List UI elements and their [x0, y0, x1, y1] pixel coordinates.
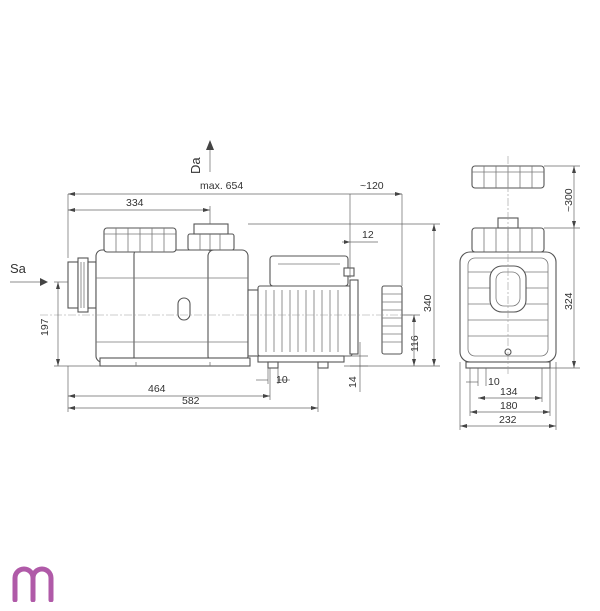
svg-text:180: 180 [500, 400, 518, 412]
svg-text:10: 10 [488, 376, 500, 388]
front-view: ~300 324 10 134 [459, 156, 580, 430]
dim-total-width: 232 [459, 362, 557, 430]
dim-foot-span: 464 [67, 366, 271, 412]
suction-label: Sa [10, 261, 27, 276]
side-view: Sa Da max. 654 ~120 334 [10, 140, 440, 412]
svg-text:134: 134 [500, 386, 518, 398]
motor [247, 255, 359, 369]
sight-slot [177, 297, 191, 321]
dim-motor-clearance: ~120 [349, 180, 384, 278]
suction-marker: Sa [10, 261, 48, 286]
svg-text:340: 340 [422, 294, 434, 312]
svg-text:~120: ~120 [360, 180, 384, 192]
dim-lid-clearance: ~300 [544, 165, 580, 228]
svg-text:324: 324 [563, 292, 575, 310]
discharge-marker: Da [188, 140, 214, 174]
dim-body-height: 324 [544, 227, 580, 369]
strainer-lid [103, 227, 177, 253]
svg-text:12: 12 [362, 229, 374, 241]
fan-cover [381, 285, 403, 355]
dim-foot-width-front: 10 [466, 368, 500, 388]
dim-foot-spacing: 180 [469, 368, 551, 416]
svg-text:197: 197 [39, 318, 51, 336]
dim-inlet-height: 197 [39, 281, 100, 367]
dim-max-length: max. 654 [67, 180, 403, 286]
svg-text:582: 582 [182, 395, 200, 407]
svg-text:116: 116 [409, 335, 421, 352]
m-logo-icon [12, 566, 54, 602]
suction-inlet [67, 257, 97, 313]
dim-hole-spacing: 134 [478, 368, 543, 402]
dim-foot-width-side: 10 [256, 368, 290, 386]
svg-text:~300: ~300 [563, 188, 575, 212]
svg-text:10: 10 [276, 374, 288, 386]
svg-text:464: 464 [148, 383, 166, 395]
svg-text:14: 14 [347, 376, 359, 388]
dim-flange-offset: 12 [342, 229, 378, 244]
svg-text:334: 334 [126, 197, 144, 209]
svg-text:max. 654: max. 654 [200, 180, 243, 192]
dim-base-length: 582 [68, 368, 319, 412]
pump-housing [95, 249, 251, 367]
discharge-outlet [187, 223, 235, 251]
dim-suction-outlet: 334 [68, 197, 211, 224]
svg-text:232: 232 [499, 414, 517, 426]
dim-shaft-height: 116 [402, 314, 421, 366]
discharge-label: Da [188, 157, 203, 174]
dim-foot-thickness: 14 [344, 342, 368, 392]
